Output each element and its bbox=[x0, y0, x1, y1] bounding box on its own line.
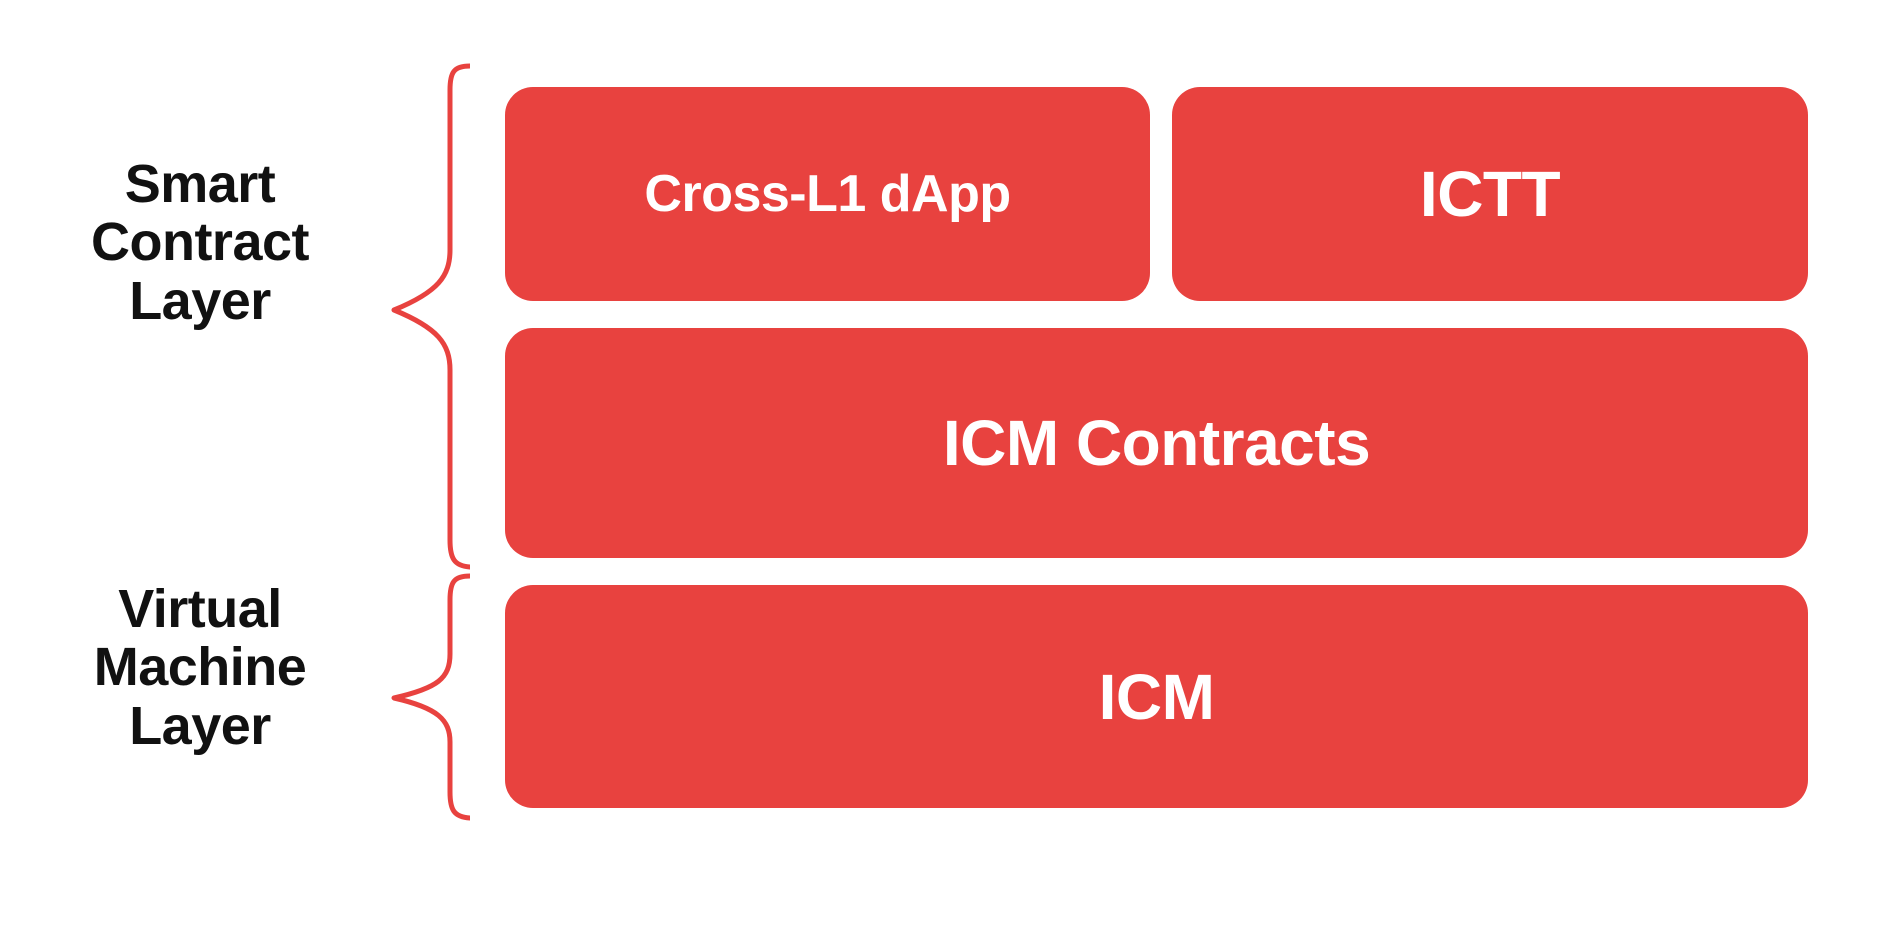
box-icm[interactable]: ICM bbox=[505, 585, 1808, 808]
box-cross-l1-dapp[interactable]: Cross-L1 dApp bbox=[505, 87, 1150, 301]
brace-virtual-machine-icon bbox=[391, 573, 470, 821]
box-icm-contracts-label: ICM Contracts bbox=[942, 407, 1371, 479]
brace-smart-contract-icon bbox=[391, 63, 470, 570]
box-ictt-label: ICTT bbox=[1419, 158, 1561, 230]
box-ictt[interactable]: ICTT bbox=[1172, 87, 1808, 301]
layer-label-virtual-machine: Virtual Machine Layer bbox=[93, 579, 307, 756]
box-cross-l1-dapp-label: Cross-L1 dApp bbox=[644, 165, 1011, 223]
box-icm-label: ICM bbox=[1098, 660, 1215, 733]
box-icm-contracts[interactable]: ICM Contracts bbox=[505, 328, 1808, 558]
layer-label-smart-contract: Smart Contract Layer bbox=[90, 154, 310, 331]
